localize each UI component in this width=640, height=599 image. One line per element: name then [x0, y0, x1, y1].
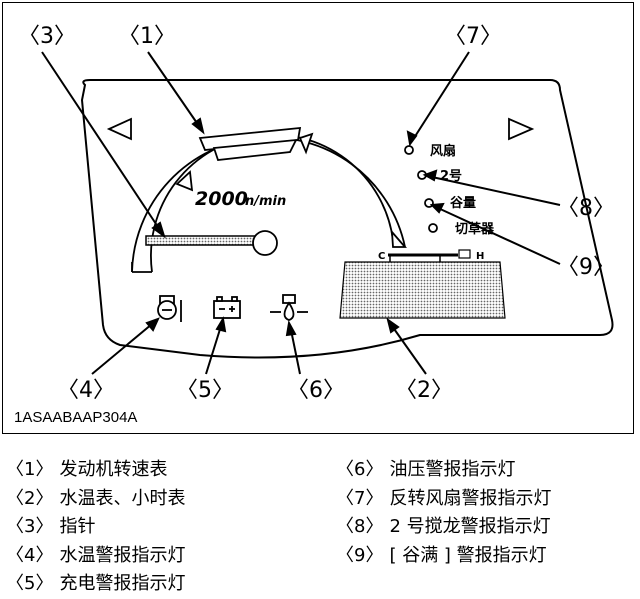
legend-number: 〈9〉: [336, 544, 384, 566]
callout-9: 〈9〉: [557, 255, 615, 280]
legend-number: 〈2〉: [6, 487, 54, 509]
svg-text:C: C: [378, 251, 385, 262]
svg-text:H: H: [476, 251, 484, 262]
battery-warning-icon: [213, 296, 241, 319]
oil-pressure-warning-icon: [270, 294, 308, 321]
gauge-unit: n/min: [245, 194, 286, 209]
dashboard-diagram: 2000 n/min 风扇 2号 谷量 切草器 C H: [18, 24, 615, 403]
fan-label: 风扇: [430, 143, 456, 159]
legend-item: 〈9〉[ 谷满 ] 警报指示灯: [336, 542, 551, 571]
legend-item: 〈1〉发动机转速表: [6, 456, 185, 485]
legend-text: 油压警报指示灯: [389, 459, 516, 480]
lcd-display: [339, 261, 506, 319]
legend-item: 〈3〉指针: [6, 513, 185, 542]
legend-number: 〈5〉: [6, 573, 54, 594]
right-turn-arrow-icon: [508, 117, 535, 141]
legend-item: 〈2〉水温表、小时表: [6, 485, 185, 514]
legend-item: 〈6〉油压警报指示灯: [336, 456, 551, 485]
figure-code: 1ASAABAAP304A: [14, 409, 138, 426]
legend-item: 〈5〉充电警报指示灯: [6, 570, 185, 599]
legend-right: 〈6〉油压警报指示灯 〈7〉反转风扇警报指示灯 〈8〉2 号搅龙警报指示灯 〈9…: [336, 456, 551, 570]
legend-number: 〈4〉: [6, 544, 54, 566]
needle-hub: [252, 230, 278, 256]
callout-5: 〈5〉: [176, 378, 234, 403]
legend-number: 〈8〉: [336, 516, 384, 537]
legend-item: 〈8〉2 号搅龙警报指示灯: [336, 513, 551, 542]
temperature-scale: C H: [378, 249, 484, 262]
legend-number: 〈6〉: [336, 459, 384, 480]
legend-number: 〈1〉: [6, 459, 54, 480]
legend-left: 〈1〉发动机转速表 〈2〉水温表、小时表 〈3〉指针 〈4〉水温警报指示灯 〈5…: [6, 456, 185, 599]
cut-label: 切草器: [455, 221, 495, 237]
tachometer: [131, 126, 407, 273]
gauge-reading: 2000: [195, 188, 248, 210]
needle: [145, 235, 257, 246]
legend-number: 〈7〉: [336, 487, 384, 509]
legend-text: 反转风扇警报指示灯: [389, 487, 552, 509]
callout-6: 〈6〉: [287, 378, 345, 403]
legend-text: 充电警报指示灯: [59, 573, 186, 594]
legend-text: 水温警报指示灯: [59, 544, 186, 566]
legend-number: 〈3〉: [6, 516, 54, 537]
leader-lines: [41, 51, 561, 375]
grain-label: 谷量: [450, 195, 476, 211]
legend-item: 〈7〉反转风扇警报指示灯: [336, 485, 551, 514]
left-turn-arrow-icon: [106, 117, 132, 141]
callout-2: 〈2〉: [395, 378, 453, 403]
legend-item: 〈4〉水温警报指示灯: [6, 542, 185, 571]
callout-3: 〈3〉: [18, 24, 76, 49]
callout-8: 〈8〉: [557, 196, 615, 221]
callout-7: 〈7〉: [444, 24, 502, 49]
legend-text: [ 谷满 ] 警报指示灯: [389, 544, 547, 566]
figure-frame: [2, 2, 634, 434]
callout-1: 〈1〉: [118, 24, 176, 49]
legend-text: 指针: [59, 516, 96, 537]
water-temp-warning-icon: [157, 295, 182, 322]
legend-text: 发动机转速表: [59, 459, 168, 480]
callout-4: 〈4〉: [57, 378, 115, 403]
legend-text: 水温表、小时表: [59, 487, 186, 509]
legend-text: 2 号搅龙警报指示灯: [389, 516, 551, 537]
